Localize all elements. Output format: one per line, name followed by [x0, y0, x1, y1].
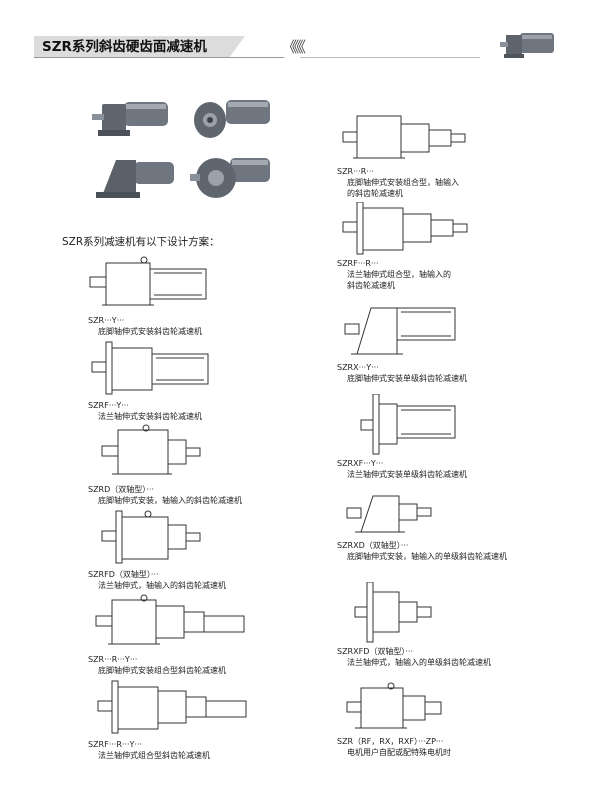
- right-item-5: SZRXD（双轴型）··· 底脚轴伸式安装，轴输入的单级斜齿轮减速机: [337, 488, 507, 562]
- right-item-7-code: SZR（RF，RX，RXF）···ZP···: [337, 737, 444, 746]
- right-item-6: SZRXFD（双轴型）··· 法兰轴伸式，轴输入的单级斜齿轮减速机: [337, 582, 491, 668]
- left-item-4: SZRFD（双轴型）··· 法兰轴伸式，轴输入的斜齿轮减速机: [88, 509, 226, 591]
- left-item-4-desc: 法兰轴伸式，轴输入的斜齿轮减速机: [98, 581, 226, 590]
- intro-text: SZR系列减速机有以下设计方案：: [62, 236, 220, 248]
- drawing-szrf-r: [342, 202, 468, 255]
- product-photo-1: [92, 102, 168, 136]
- product-photo-4: [190, 158, 270, 198]
- right-item-6-code: SZRXFD（双轴型）···: [337, 647, 413, 656]
- left-item-6: SZRF···R···Y··· 法兰轴伸式组合型斜齿轮减速机: [88, 679, 258, 761]
- right-item-5-desc: 底脚轴伸式安装，轴输入的单级斜齿轮减速机: [347, 552, 507, 561]
- right-item-3-code: SZRX···Y···: [337, 363, 379, 372]
- left-item-5-desc: 底脚轴伸式安装组合型斜齿轮减速机: [98, 666, 226, 675]
- page-header: SZR系列斜齿硬齿面减速机 《《《: [0, 36, 592, 58]
- left-item-2: SZRF···Y··· 法兰轴伸式安装斜齿轮减速机: [88, 340, 218, 422]
- left-item-2-desc: 法兰轴伸式安装斜齿轮减速机: [98, 412, 202, 421]
- header-arrows: 《《《: [282, 38, 306, 56]
- drawing-szr-y: [89, 256, 207, 306]
- drawing-szr-r: [342, 115, 466, 159]
- right-item-1-desc: 底脚轴伸式安装组合型，轴输入: [347, 178, 459, 187]
- right-item-2: SZRF···R··· 法兰轴伸式组合型，轴输入的斜齿轮减速机: [337, 202, 477, 291]
- drawing-szr-r-y: [95, 594, 245, 645]
- drawing-szrxd: [346, 495, 432, 533]
- left-item-6-code: SZRF···R···Y···: [88, 740, 143, 749]
- right-item-2-desc2: 斜齿轮减速机: [347, 281, 395, 290]
- drawing-szrf-y: [91, 341, 209, 395]
- page-title: SZR系列斜齿硬齿面减速机: [34, 36, 245, 58]
- product-photo-2: [194, 100, 270, 138]
- drawing-szr-zp: [346, 682, 442, 729]
- right-item-4: SZRXF···Y··· 法兰轴伸式安装单级斜齿轮减速机: [337, 394, 477, 480]
- right-item-7-desc: 电机用户自配或配特殊电机时: [347, 748, 451, 757]
- left-item-6-desc: 法兰轴伸式组合型斜齿轮减速机: [98, 751, 210, 760]
- right-item-4-code: SZRXF···Y···: [337, 459, 384, 468]
- header-rule: [300, 57, 480, 58]
- corner-product-image: [500, 33, 554, 58]
- left-item-3: SZRD（双轴型）··· 底脚轴伸式安装，轴输入的斜齿轮减速机: [88, 424, 242, 506]
- right-item-2-code: SZRF···R···: [337, 259, 379, 268]
- drawing-szrd: [101, 424, 201, 475]
- right-item-4-desc: 法兰轴伸式安装单级斜齿轮减速机: [347, 470, 467, 479]
- left-item-1-desc: 底脚轴伸式安装斜齿轮减速机: [98, 327, 202, 336]
- product-photos: [86, 92, 281, 202]
- right-item-3-desc: 底脚轴伸式安装单级斜齿轮减速机: [347, 374, 467, 383]
- right-item-5-code: SZRXD（双轴型）···: [337, 541, 409, 550]
- right-item-3: SZRX···Y··· 底脚轴伸式安装单级斜齿轮减速机: [337, 300, 477, 384]
- drawing-szrf-r-y: [97, 680, 247, 734]
- left-item-1: SZR···Y··· 底脚轴伸式安装斜齿轮减速机: [88, 255, 218, 337]
- left-item-4-code: SZRFD（双轴型）···: [88, 570, 159, 579]
- right-item-7: SZR（RF，RX，RXF）···ZP··· 电机用户自配或配特殊电机时: [337, 682, 477, 758]
- product-photo-3: [96, 160, 174, 198]
- drawing-szrxfd: [354, 582, 432, 643]
- right-item-6-desc: 法兰轴伸式，轴输入的单级斜齿轮减速机: [347, 658, 491, 667]
- left-item-3-code: SZRD（双轴型）···: [88, 485, 154, 494]
- drawing-szrfd: [101, 510, 201, 564]
- left-item-5-code: SZR···R···Y···: [88, 655, 138, 664]
- right-item-1-desc2: 的斜齿轮减速机: [347, 189, 403, 198]
- left-item-2-code: SZRF···Y···: [88, 401, 129, 410]
- left-item-3-desc: 底脚轴伸式安装，轴输入的斜齿轮减速机: [98, 496, 242, 505]
- header-underline: [34, 57, 284, 58]
- right-item-2-desc: 法兰轴伸式组合型，轴输入的: [347, 270, 451, 279]
- right-item-1: SZR···R··· 底脚轴伸式安装组合型，轴输入的斜齿轮减速机: [337, 112, 477, 199]
- left-item-5: SZR···R···Y··· 底脚轴伸式安装组合型斜齿轮减速机: [88, 594, 258, 676]
- drawing-szrx-y: [344, 307, 456, 355]
- right-item-1-code: SZR···R···: [337, 167, 374, 176]
- left-item-1-code: SZR···Y···: [88, 316, 125, 325]
- drawing-szrxf-y: [360, 394, 456, 455]
